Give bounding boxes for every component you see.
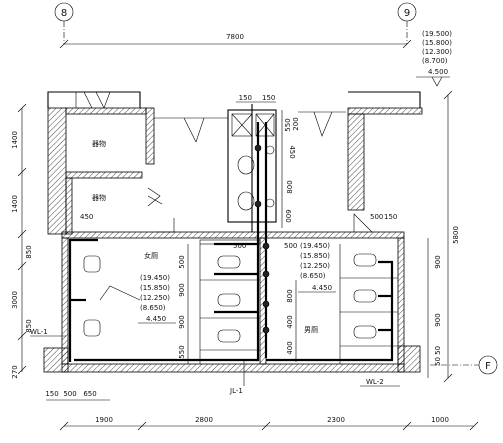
storage-rooms: 器物 器物	[92, 139, 106, 202]
svg-text:(12.300): (12.300)	[422, 48, 452, 56]
svg-text:200: 200	[292, 117, 300, 130]
room-storage-a: 器物	[92, 139, 106, 148]
womens-toilet: 女厕 (19.450) (15.850) (12.250) (8.650) 4.…	[83, 239, 261, 364]
svg-text:1000: 1000	[431, 416, 449, 424]
room-mens: 男厕	[304, 326, 318, 334]
svg-text:900: 900	[178, 283, 186, 296]
svg-text:50 50: 50 50	[434, 346, 442, 366]
pipe-shaft	[154, 104, 346, 232]
washbasin-1	[83, 255, 101, 273]
svg-text:500: 500	[63, 390, 76, 398]
svg-text:900: 900	[434, 255, 442, 268]
toilet-fixture-w2	[217, 293, 241, 307]
svg-text:850: 850	[25, 245, 33, 258]
svg-text:3000: 3000	[11, 291, 19, 309]
svg-text:5800: 5800	[452, 226, 460, 244]
dim-7800: 7800	[226, 33, 244, 41]
svg-text:4.500: 4.500	[428, 68, 448, 76]
left-dimension-chain: 1400 1400 850 3000 850 270	[11, 103, 33, 379]
svg-text:2300: 2300	[327, 416, 345, 424]
svg-text:(15.800): (15.800)	[422, 39, 452, 47]
svg-text:150: 150	[384, 213, 397, 221]
axis-bubble-9: 9	[397, 2, 417, 44]
outer-walls	[43, 91, 423, 373]
toilet-fixture-w1	[217, 255, 241, 269]
door-swings	[75, 91, 373, 233]
svg-text:(12.250): (12.250)	[300, 262, 330, 270]
toilet-fixture-m1	[353, 253, 377, 267]
svg-text:550: 550	[284, 118, 292, 131]
level-stack-left: (19.450) (15.850) (12.250) (8.650) 4.450	[138, 274, 176, 324]
svg-text:270: 270	[11, 365, 19, 378]
axis-bubble-8: 8	[54, 2, 74, 44]
level-stack-top: (19.500) (15.800) (12.300) (8.700) 4.500	[416, 30, 452, 87]
svg-text:450: 450	[288, 145, 296, 158]
svg-text:400: 400	[286, 341, 294, 354]
bottom-dimension-chain: 150 500 650 1900 2800 2300 1000	[45, 390, 479, 431]
toilet-fixture-w3	[217, 329, 241, 343]
tag-wl-1: WL-1	[30, 328, 48, 336]
svg-text:450: 450	[80, 213, 93, 221]
level-stack-right: (19.450) (15.850) (12.250) (8.650) 4.450	[298, 242, 336, 293]
toilet-fixture-m3	[353, 325, 377, 339]
svg-text:900: 900	[178, 315, 186, 328]
svg-text:500: 500	[370, 213, 383, 221]
top-dimension: 7800	[59, 33, 412, 49]
tag-wl-2: WL-2	[366, 378, 384, 386]
svg-text:650: 650	[83, 390, 96, 398]
svg-text:150: 150	[45, 390, 58, 398]
svg-text:850: 850	[25, 319, 33, 332]
svg-text:900: 900	[434, 313, 442, 326]
wall-dims: 500 150 450 500 500	[80, 213, 397, 250]
svg-text:(19.450): (19.450)	[140, 274, 170, 282]
svg-text:F: F	[485, 361, 491, 372]
svg-text:(8.700): (8.700)	[422, 57, 448, 65]
svg-text:4.450: 4.450	[312, 284, 332, 292]
svg-text:2800: 2800	[195, 416, 213, 424]
svg-text:800: 800	[286, 180, 294, 193]
svg-text:400: 400	[286, 315, 294, 328]
svg-text:(8.650): (8.650)	[300, 272, 326, 280]
svg-text:(12.250): (12.250)	[140, 294, 170, 302]
svg-text:150: 150	[262, 94, 275, 102]
svg-text:(15.850): (15.850)	[300, 252, 330, 260]
svg-text:550: 550	[178, 345, 186, 358]
pipe-runs	[68, 122, 394, 362]
washbasin-2	[83, 319, 101, 337]
svg-text:(19.500): (19.500)	[422, 30, 452, 38]
axis-bubble-f: F	[430, 355, 498, 375]
pipe-tags: WL-1 JL-1 WL-2	[30, 328, 400, 395]
svg-text:500: 500	[233, 242, 246, 250]
svg-text:150: 150	[239, 94, 252, 102]
svg-text:9: 9	[404, 8, 410, 19]
svg-text:800: 800	[286, 289, 294, 302]
svg-text:500: 500	[178, 255, 186, 268]
shaft-dimensions: 150 150 550 200 450 800 600	[236, 94, 300, 228]
svg-text:1400: 1400	[11, 131, 19, 149]
svg-text:(15.850): (15.850)	[140, 284, 170, 292]
room-storage-b: 器物	[92, 193, 106, 202]
svg-text:4.450: 4.450	[146, 315, 166, 323]
svg-text:(8.650): (8.650)	[140, 304, 166, 312]
svg-text:1400: 1400	[11, 195, 19, 213]
tag-jl-1: JL-1	[229, 387, 243, 395]
svg-text:(19.450): (19.450)	[300, 242, 330, 250]
right-dimension-chain: 5800 900 900 50 50	[427, 90, 460, 383]
svg-text:1900: 1900	[95, 416, 113, 424]
svg-text:600: 600	[284, 209, 292, 222]
svg-text:500: 500	[284, 242, 297, 250]
svg-text:8: 8	[61, 8, 67, 19]
room-womens: 女厕	[144, 251, 158, 260]
mens-toilet: 男厕 (19.450) (15.850) (12.250) (8.650) 4.…	[286, 242, 398, 364]
toilet-fixture-m2	[353, 289, 377, 303]
